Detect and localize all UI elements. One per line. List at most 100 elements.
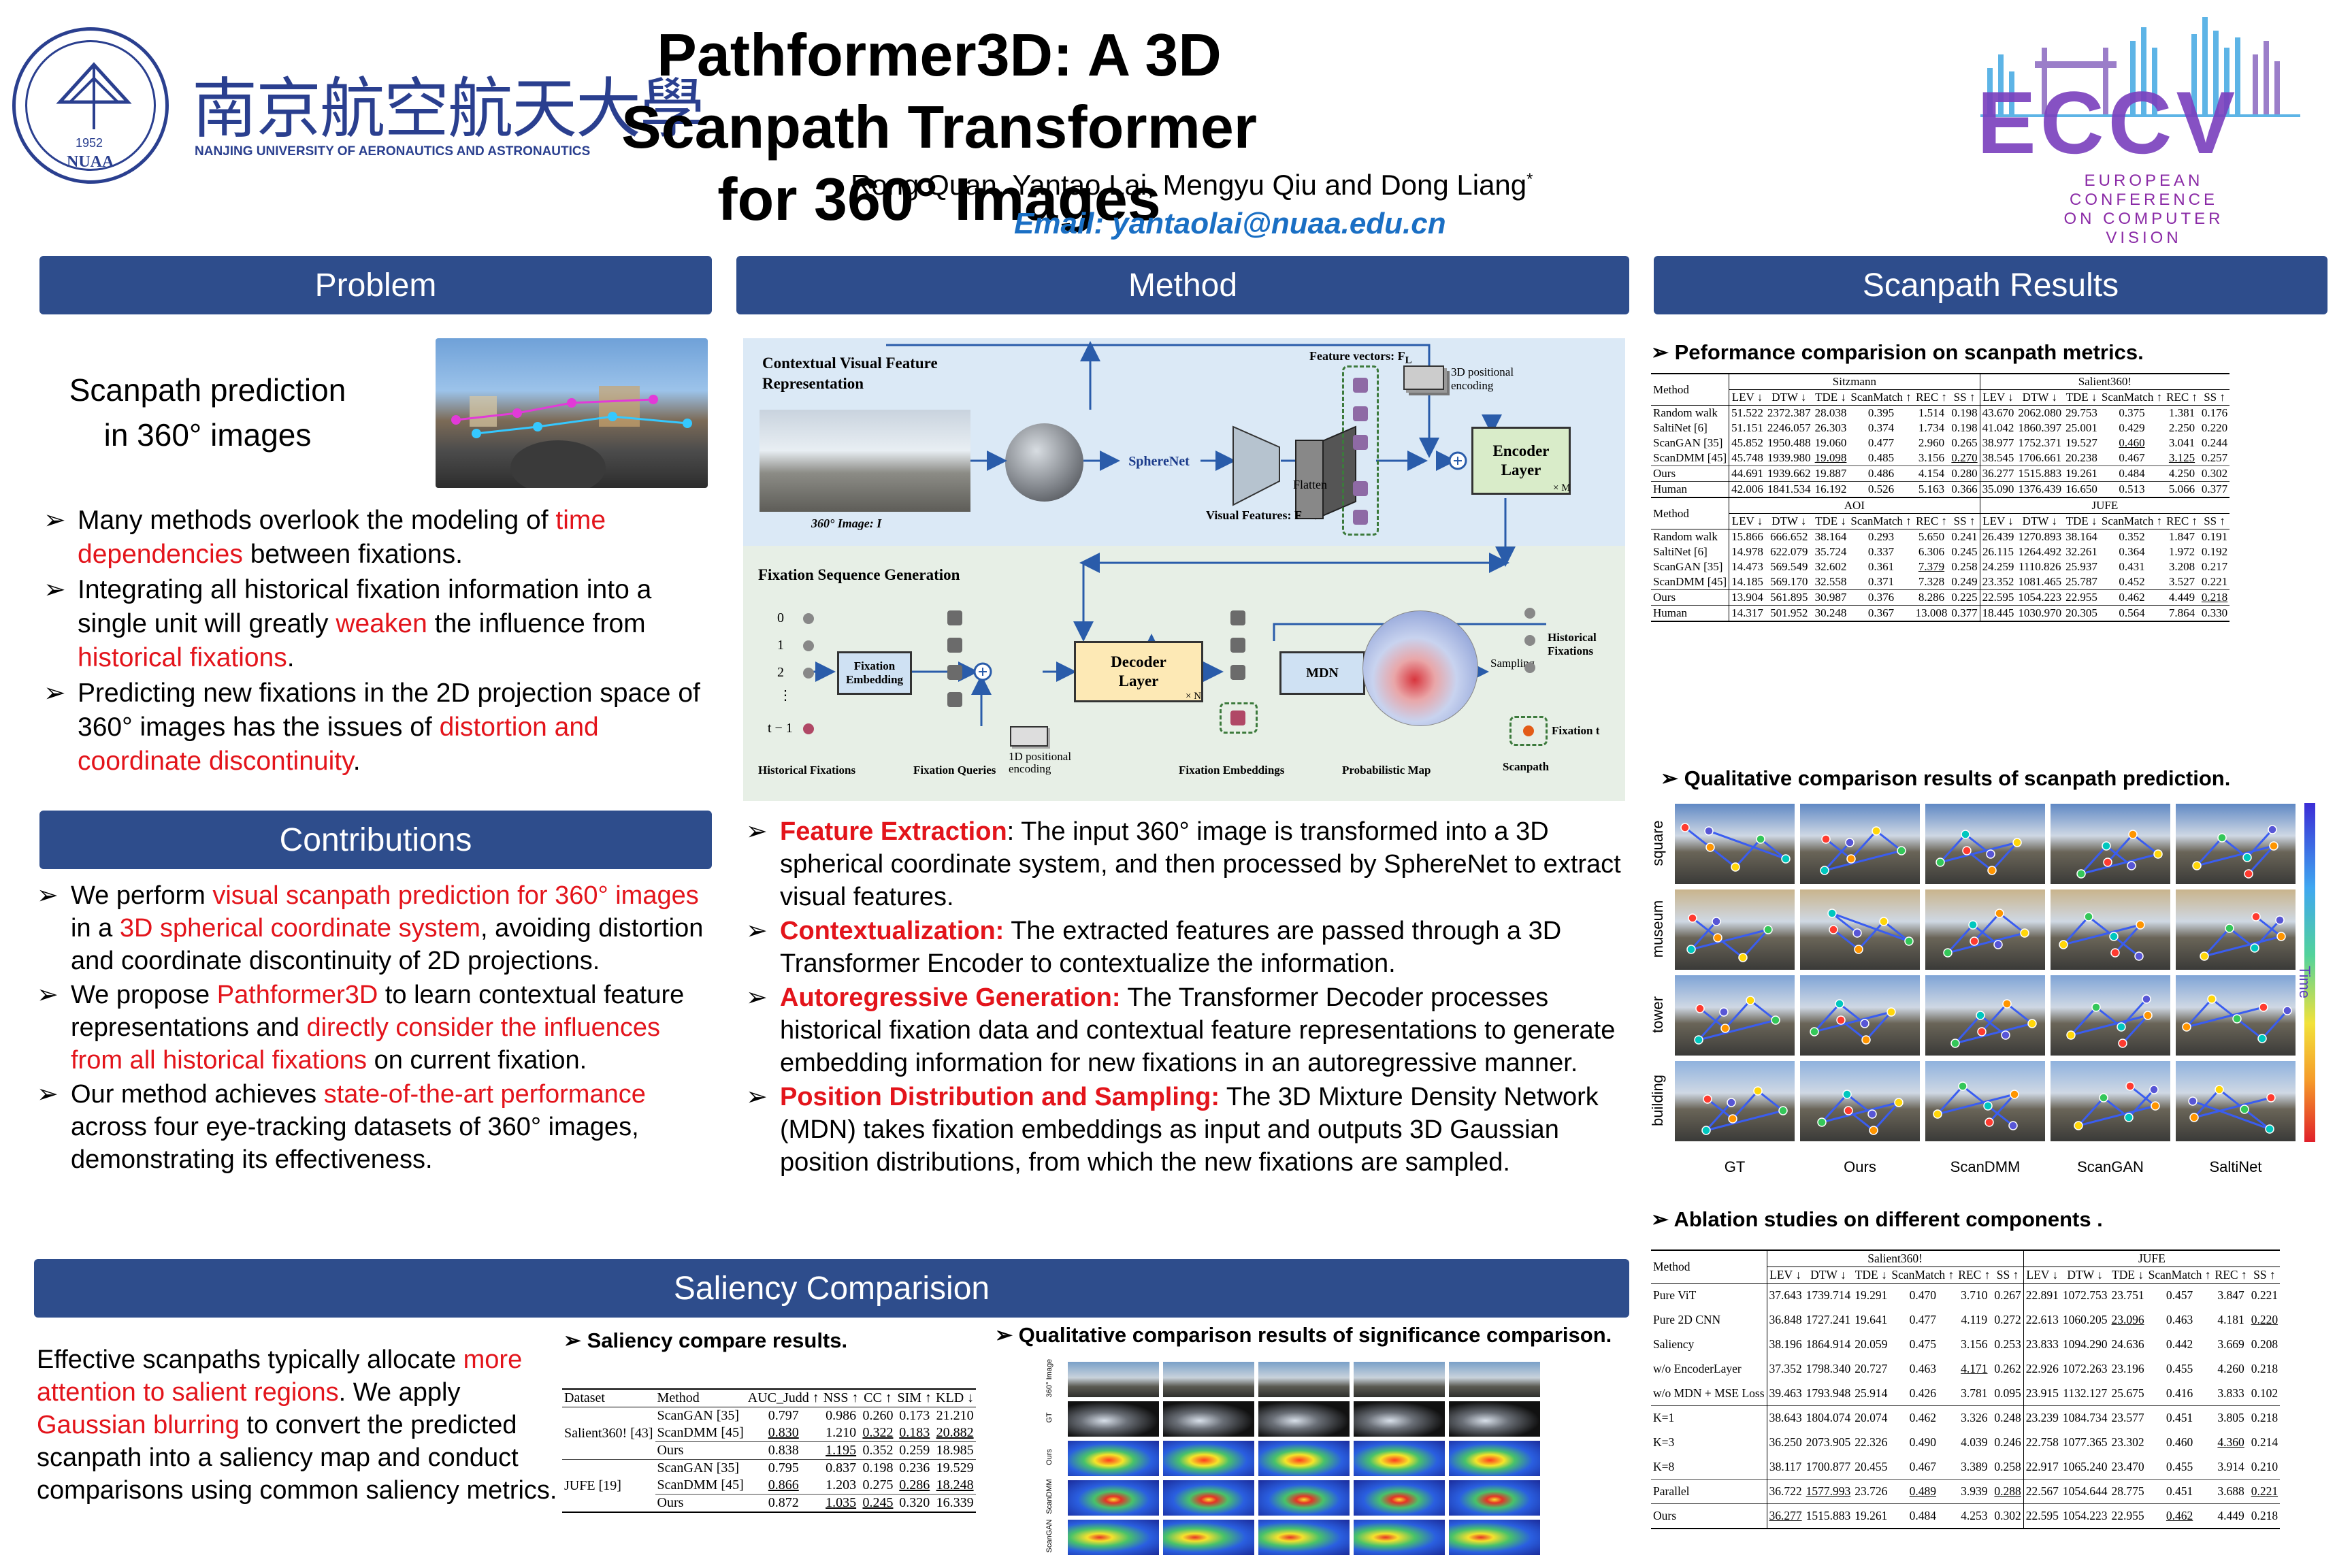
table-cell: 3.208 xyxy=(2168,560,2195,573)
problem-bullet-3: Predicting new fixations in the 2D proje… xyxy=(41,676,715,779)
table-cell: 0.293 xyxy=(1867,530,1895,543)
table-cell: 43.670 xyxy=(1979,405,2016,421)
table-cell: 1.195 xyxy=(821,1441,861,1460)
table-cell: 38.545 xyxy=(1979,451,2016,466)
table-cell: 36.848 xyxy=(1766,1307,1804,1333)
table-cell: 3.669 xyxy=(2217,1337,2244,1351)
cap-fixation-queries: Fixation Queries xyxy=(913,764,996,777)
table-cell: 0.462 xyxy=(1889,1405,1957,1431)
qual-thumbnail xyxy=(2050,803,2171,885)
table-cell: 4.449 xyxy=(2212,1503,2249,1529)
qual-thumbnail xyxy=(2175,803,2296,885)
table-cell: 1864.914 xyxy=(1806,1337,1851,1351)
table-cell: 1264.492 xyxy=(2018,545,2062,558)
table-cell: 0.371 xyxy=(1867,575,1895,588)
table-cell: 25.937 xyxy=(2065,560,2097,573)
metric-header: ScanMatch ↑ xyxy=(1891,1268,1955,1281)
table-cell: 0.366 xyxy=(1949,481,1980,497)
table-cell: 5.066 xyxy=(2164,481,2200,497)
table-cell: 23.577 xyxy=(2109,1405,2146,1431)
row-method: Pure ViT xyxy=(1653,1288,1697,1303)
table-cell: 0.214 xyxy=(2251,1435,2278,1449)
table-cell: 0.797 xyxy=(768,1408,799,1423)
saliency-thumbnail xyxy=(1067,1361,1160,1398)
table-cell: 3.125 xyxy=(2168,451,2195,464)
table-cell: 0.102 xyxy=(2251,1386,2278,1400)
table-cell: 1.210 xyxy=(826,1425,857,1440)
table-cell: 0.452 xyxy=(2119,575,2145,588)
table-cell: 3.847 xyxy=(2217,1288,2244,1303)
metric-header: SS ↑ xyxy=(1996,1268,2019,1281)
table-cell: 1939.980 xyxy=(1767,451,1811,464)
contribution-2: We propose Pathformer3D to learn context… xyxy=(34,979,715,1077)
table-cell: 4.119 xyxy=(1961,1313,1988,1326)
table-cell: 0.526 xyxy=(1848,481,1914,497)
table-cell: 23.096 xyxy=(2111,1313,2144,1326)
flatten-label: Flatten xyxy=(1293,478,1327,491)
table-cell: 16.192 xyxy=(1812,481,1849,497)
qual-col-label: Ours xyxy=(1844,1158,1876,1175)
table-cell: 42.006 xyxy=(1729,481,1765,497)
qual-thumbnail xyxy=(1799,889,1921,970)
table-cell: 8.286 xyxy=(1913,589,1950,606)
table-cell: 0.477 xyxy=(1909,1313,1936,1326)
table-cell: 24.636 xyxy=(2111,1337,2144,1351)
dataset-header: Sitzmann xyxy=(1729,374,1980,390)
metric-header: SS ↑ xyxy=(2204,514,2225,527)
table-cell: 0.795 xyxy=(745,1459,821,1477)
input-360-image xyxy=(760,410,970,512)
table-cell: 1054.223 xyxy=(2060,1503,2110,1529)
saliency-thumbnail xyxy=(1353,1440,1446,1477)
table-cell: 19.261 xyxy=(2063,466,2100,482)
table-cell: 7.328 xyxy=(1918,575,1945,588)
table-cell: 20.727 xyxy=(1855,1362,1888,1375)
table-cell: 0.431 xyxy=(2119,560,2145,573)
row-method: w/o MDN + MSE Loss xyxy=(1653,1386,1765,1400)
table-cell: 28.038 xyxy=(1814,406,1847,419)
table-cell: 3.914 xyxy=(2217,1459,2244,1473)
table-cell: 20.455 xyxy=(1855,1459,1888,1473)
table-cell: 4.171 xyxy=(1961,1362,1988,1375)
table-cell: 38.164 xyxy=(2065,530,2097,543)
table-cell: 0.361 xyxy=(1867,560,1895,573)
table-cell: 19.060 xyxy=(1814,436,1847,449)
table-cell: 569.549 xyxy=(1770,560,1808,573)
table-cell: 26.303 xyxy=(1814,421,1847,434)
table-cell: 51.151 xyxy=(1729,421,1765,436)
qual-thumbnail xyxy=(1674,889,1795,970)
table-cell: 0.460 xyxy=(2119,436,2145,449)
table-cell: 1376.439 xyxy=(2016,481,2064,497)
spherenet-block: SphereNet xyxy=(1128,453,1190,469)
table-cell: 23.302 xyxy=(2111,1435,2144,1449)
saliency-thumbnail xyxy=(1067,1401,1160,1437)
scanpath-overlay xyxy=(1820,826,1906,875)
problem-bullets: Many methods overlook the modeling of ti… xyxy=(41,504,715,780)
row-method: K=8 xyxy=(1653,1459,1675,1473)
table-cell: 0.244 xyxy=(2201,436,2228,449)
table-cell: 0.198 xyxy=(1951,406,1978,419)
row-method: w/o EncoderLayer xyxy=(1653,1362,1742,1375)
fix-index-dots: ⋮ xyxy=(779,688,792,703)
email[interactable]: Email: yantaolai@nuaa.edu.cn xyxy=(1014,207,1446,240)
table-cell: 0.218 xyxy=(2249,1405,2281,1431)
row-method: Parallel xyxy=(1651,1479,1767,1504)
qual-thumbnail xyxy=(1674,803,1795,885)
table-cell: 0.463 xyxy=(1909,1362,1936,1375)
table-cell: 37.352 xyxy=(1766,1356,1804,1382)
table-cell: 4.449 xyxy=(2164,589,2200,606)
table-cell: 0.191 xyxy=(2201,530,2228,543)
table-cell: 2.250 xyxy=(2168,421,2195,434)
table-cell: 36.277 xyxy=(1766,1503,1804,1529)
saliency-col-header: KLD ↓ xyxy=(936,1390,975,1405)
table-cell: 0.490 xyxy=(1909,1435,1936,1449)
saliency-thumbnail xyxy=(1258,1401,1350,1437)
sphere-image xyxy=(1005,423,1083,502)
